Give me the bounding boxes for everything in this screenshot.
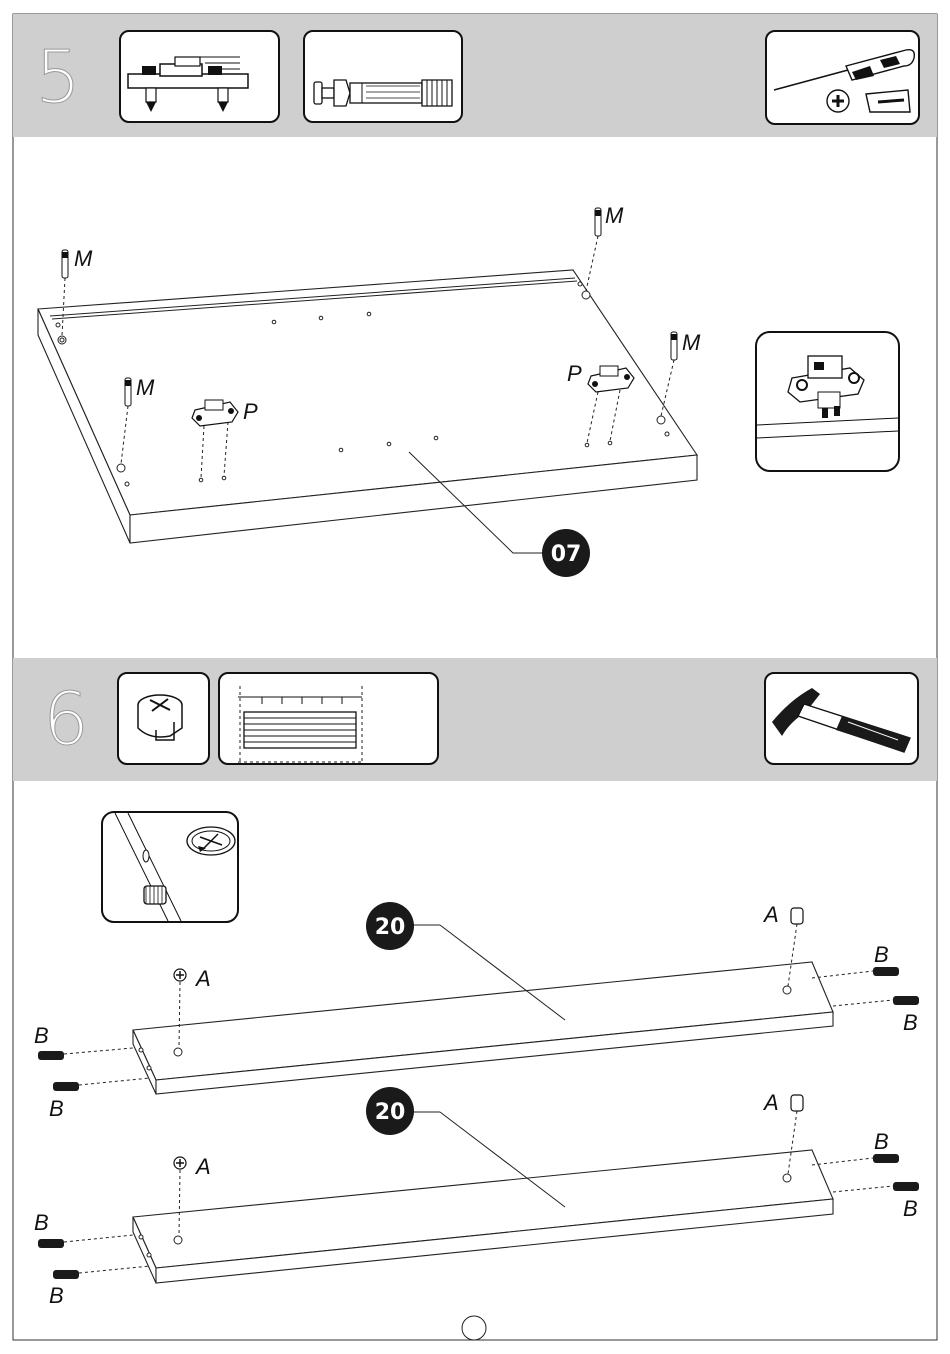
panel-20-upper — [133, 925, 833, 1094]
dowel-b-3: B — [812, 942, 899, 978]
label-a-2: A — [762, 902, 779, 927]
dowel-b-6: B — [49, 1266, 150, 1308]
label-a-4: A — [762, 1090, 779, 1115]
cam-bolt-m-2: M — [586, 203, 624, 291]
dowel-b-1: B — [34, 1023, 133, 1060]
label-a-3: A — [194, 1154, 211, 1179]
step-5-number: 5 — [35, 35, 81, 119]
callout-20-lower-label: 20 — [375, 1100, 406, 1125]
label-b-4: B — [903, 1010, 918, 1035]
dowel-b-2: B — [49, 1078, 150, 1121]
cam-bolt-box — [304, 31, 462, 122]
label-p-1: P — [243, 399, 258, 424]
dowel-b-7: B — [812, 1129, 899, 1165]
dowel-b-4: B — [833, 996, 919, 1035]
step-6-number: 6 — [43, 677, 89, 761]
callout-07-label: 07 — [551, 542, 582, 567]
label-m-2: M — [605, 203, 624, 228]
label-p-2: P — [567, 361, 582, 386]
label-b-3: B — [874, 942, 889, 967]
step-6-body: 20 A A B B B — [34, 812, 919, 1308]
dowel-b-5: B — [34, 1210, 133, 1248]
callout-20-upper-label: 20 — [375, 915, 406, 940]
panel-20-upper-top — [133, 962, 833, 1080]
step-6-header: 6 — [13, 658, 937, 781]
cam-lock-icon — [138, 695, 182, 740]
panel-20-lower — [133, 1112, 833, 1283]
panel-07 — [38, 270, 697, 543]
label-b-2: B — [49, 1096, 64, 1121]
panel-20-lower-top — [133, 1150, 833, 1268]
step-5-body: M M M M P — [38, 203, 899, 577]
label-b-8: B — [903, 1196, 918, 1221]
label-m-1: M — [74, 246, 93, 271]
cam-bolt-icon — [314, 80, 452, 106]
cam-bolt-m-4: M — [661, 330, 701, 416]
label-b-6: B — [49, 1283, 64, 1308]
label-b-7: B — [874, 1129, 889, 1154]
page-number-circle — [462, 1316, 486, 1340]
step-5-header: 5 — [13, 14, 937, 137]
label-m-3: M — [136, 375, 155, 400]
label-b-1: B — [34, 1023, 49, 1048]
label-b-5: B — [34, 1210, 49, 1235]
label-m-4: M — [682, 330, 701, 355]
dowel-b-8: B — [833, 1182, 919, 1221]
label-a-1: A — [194, 966, 211, 991]
